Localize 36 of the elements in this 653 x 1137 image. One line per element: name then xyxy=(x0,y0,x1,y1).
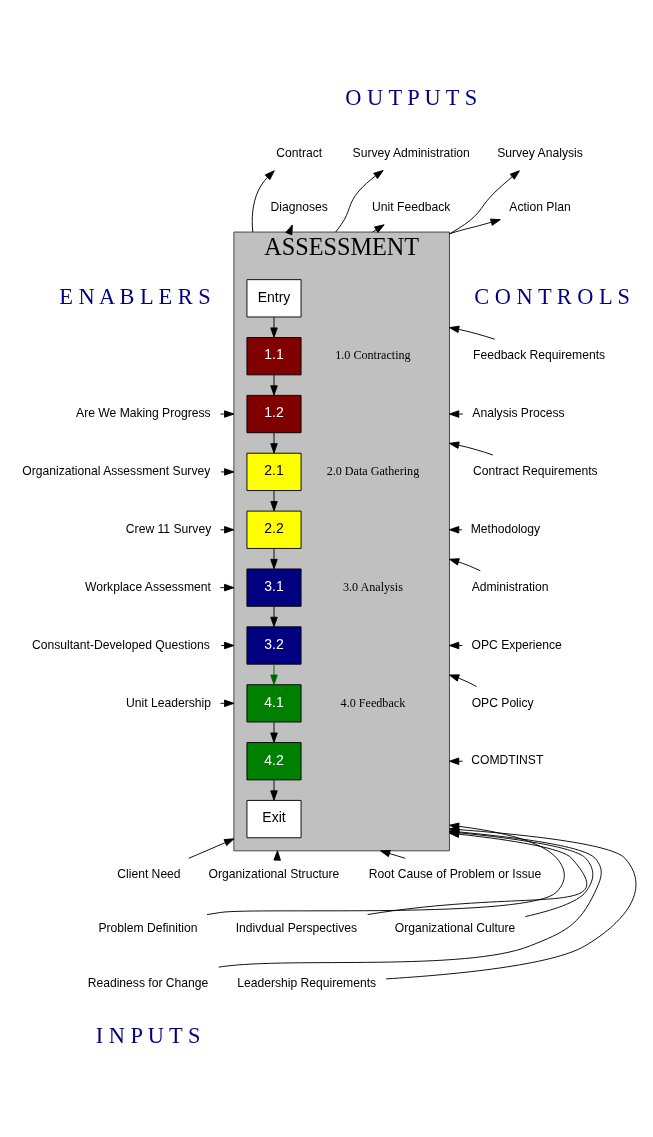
node-text: Crew 11 Survey xyxy=(125,521,212,536)
label: O U T P U T S xyxy=(345,85,478,111)
node-text: Indivdual Perspectives xyxy=(235,921,358,936)
node-text: Client Need xyxy=(117,867,181,882)
node-text: Organizational Culture xyxy=(394,921,516,936)
label: 1.0 Contracting xyxy=(335,348,411,363)
node-text: Root Cause of Problem or Issue xyxy=(368,867,542,882)
node-text: Contract Requirements xyxy=(472,464,598,479)
node-text: Action Plan xyxy=(509,199,571,214)
node-text: OPC Experience xyxy=(471,637,562,652)
node-text: Survey Analysis xyxy=(497,145,583,160)
node-text: Are We Making Progress xyxy=(76,406,211,421)
label: I N P U T S xyxy=(95,1023,201,1049)
node-text: OPC Policy xyxy=(471,695,534,710)
node-text: Workplace Assessment xyxy=(85,579,211,594)
node-text: Unit Leadership xyxy=(126,695,212,710)
node-text: Problem Definition xyxy=(98,921,198,936)
label: 3.0 Analysis xyxy=(342,579,403,594)
label: E N A B L E R S xyxy=(59,284,211,310)
node-text: Contract xyxy=(276,145,323,160)
label: C O N T R O L S xyxy=(474,284,630,310)
node-text: Leadership Requirements xyxy=(237,975,377,990)
node-text: Feedback Requirements xyxy=(473,348,606,363)
node-text: Organizational Assessment Survey xyxy=(22,464,211,479)
node-text: Readiness for Change xyxy=(87,975,209,990)
node-text: Methodology xyxy=(470,521,541,536)
node-text: Unit Feedback xyxy=(372,199,451,214)
node-text: Diagnoses xyxy=(270,199,328,214)
node-text: Analysis Process xyxy=(472,406,565,421)
node-text: COMDTINST xyxy=(471,753,544,768)
label: 4.0 Feedback xyxy=(340,695,406,710)
node-text: Consultant-Developed Questions xyxy=(31,637,210,652)
node-text: Survey Administration xyxy=(352,145,470,160)
node-text: Administration xyxy=(471,579,549,594)
node-text: Organizational Structure xyxy=(208,867,340,882)
label: 2.0 Data Gathering xyxy=(326,464,420,479)
